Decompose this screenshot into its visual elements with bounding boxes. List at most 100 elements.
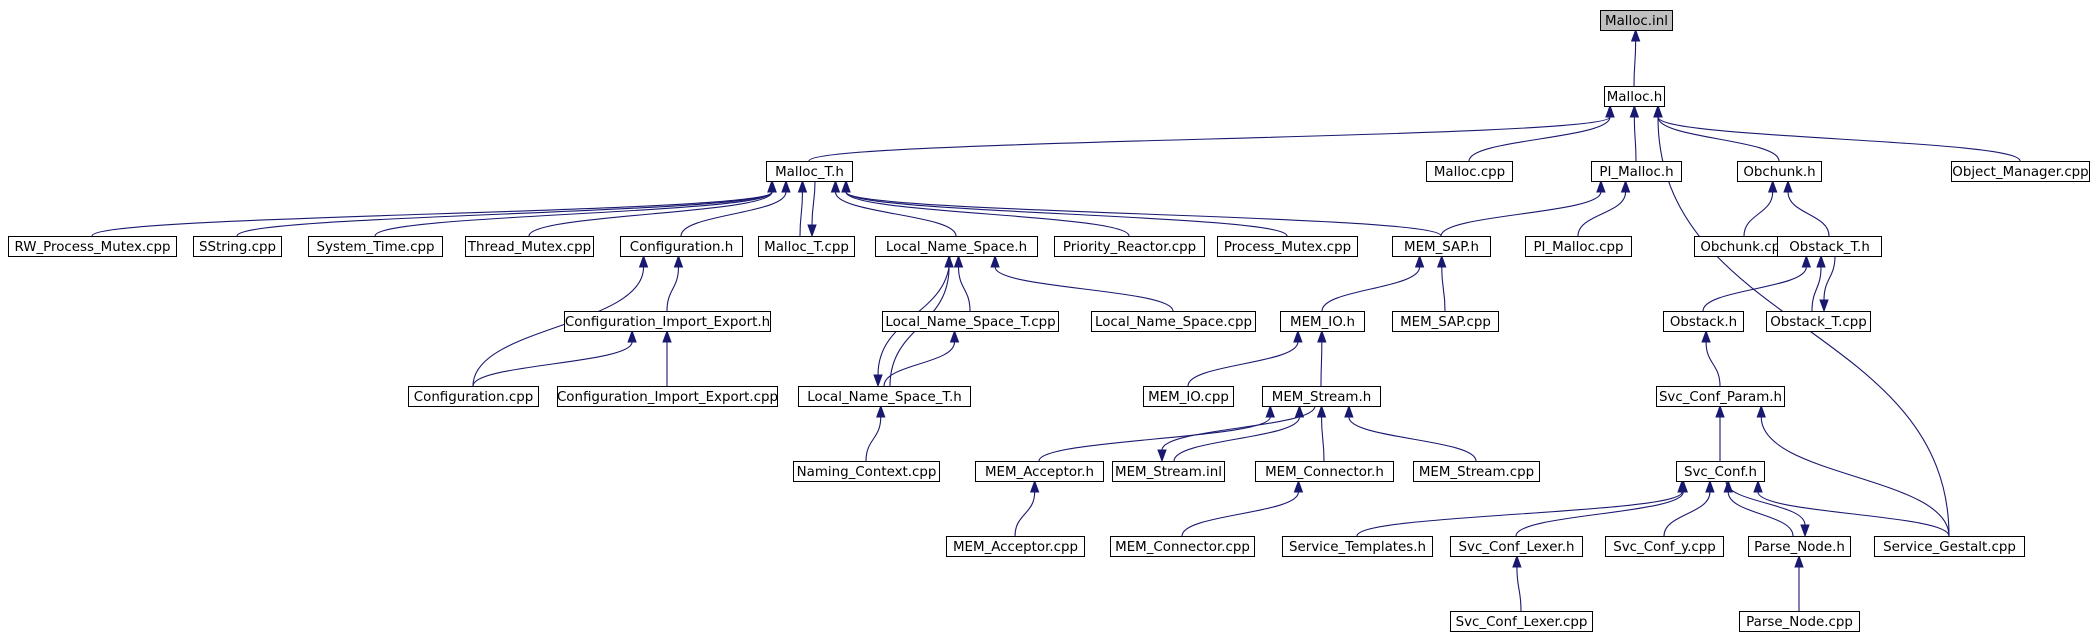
node-configuration-import-export-cpp[interactable]: Configuration_Import_Export.cpp xyxy=(557,386,778,407)
edge-line xyxy=(1441,266,1446,312)
node-obstack-t-cpp[interactable]: Obstack_T.cpp xyxy=(1766,311,1871,332)
edge-line xyxy=(1014,491,1036,537)
node-malloc-cpp[interactable]: Malloc.cpp xyxy=(1426,161,1513,182)
node-svc-conf-h[interactable]: Svc_Conf.h xyxy=(1676,461,1765,482)
node-process-mutex-cpp[interactable]: Process_Mutex.cpp xyxy=(1217,236,1358,257)
node-configuration-cpp[interactable]: Configuration.cpp xyxy=(408,386,539,407)
edge-malloc-t-h-to-malloc-h xyxy=(808,104,1615,162)
node-pi-malloc-h[interactable]: PI_Malloc.h xyxy=(1591,161,1682,182)
node-system-time-cpp[interactable]: System_Time.cpp xyxy=(308,236,443,257)
node-local-name-space-t-cpp[interactable]: Local_Name_Space_T.cpp xyxy=(882,311,1059,332)
node-mem-acceptor-h[interactable]: MEM_Acceptor.h xyxy=(975,461,1104,482)
node-mem-io-h[interactable]: MEM_IO.h xyxy=(1280,311,1365,332)
edge-mem-io-cpp-to-mem-io-h xyxy=(1187,329,1303,387)
node-svc-conf-param-h[interactable]: Svc_Conf_Param.h xyxy=(1656,386,1785,407)
node-service-templates-h[interactable]: Service_Templates.h xyxy=(1282,536,1433,557)
node-box xyxy=(1091,311,1256,332)
node-naming-context-cpp[interactable]: Naming_Context.cpp xyxy=(793,461,940,482)
edge-obstack-t-h-to-obchunk-h xyxy=(1783,179,1830,237)
node-malloc-inl[interactable]: Malloc.inl xyxy=(1600,10,1673,31)
edge-line xyxy=(528,191,773,237)
edges-layer xyxy=(91,28,2021,612)
node-label: Malloc.inl xyxy=(1605,14,1668,29)
edge-line xyxy=(236,191,773,237)
node-box xyxy=(946,536,1085,557)
node-priority-reactor-cpp[interactable]: Priority_Reactor.cpp xyxy=(1054,236,1205,257)
edge-service-gestalt-cpp-to-svc-conf-param-h xyxy=(1756,404,1950,537)
node-box xyxy=(1262,386,1381,407)
node-svc-conf-lexer-cpp[interactable]: Svc_Conf_Lexer.cpp xyxy=(1450,611,1593,632)
node-label: Malloc_T.cpp xyxy=(764,240,849,255)
node-obstack-h[interactable]: Obstack.h xyxy=(1663,311,1744,332)
node-mem-stream-cpp[interactable]: MEM_Stream.cpp xyxy=(1413,461,1540,482)
edge-mem-io-h-to-mem-sap-h xyxy=(1321,254,1425,312)
edge-arrowhead xyxy=(841,179,851,193)
node-label: Obstack_T.cpp xyxy=(1770,315,1867,330)
edge-arrowhead xyxy=(830,179,841,193)
edge-pi-malloc-h-to-malloc-h xyxy=(1629,104,1640,162)
node-box xyxy=(875,236,1038,257)
edge-mem-stream-cpp-to-mem-stream-h xyxy=(1344,404,1477,462)
node-label: MEM_IO.cpp xyxy=(1148,390,1229,405)
node-box xyxy=(758,236,855,257)
node-configuration-import-export-h[interactable]: Configuration_Import_Export.h xyxy=(564,311,771,332)
node-mem-io-cpp[interactable]: MEM_IO.cpp xyxy=(1143,386,1234,407)
node-local-name-space-h[interactable]: Local_Name_Space.h xyxy=(875,236,1038,257)
node-mem-stream-h[interactable]: MEM_Stream.h xyxy=(1262,386,1381,407)
node-mem-acceptor-cpp[interactable]: MEM_Acceptor.cpp xyxy=(946,536,1085,557)
edge-line xyxy=(1787,191,1830,237)
edge-svc-conf-h-to-parse-node-h xyxy=(1725,480,1810,538)
node-svc-conf-y-cpp[interactable]: Svc_Conf_y.cpp xyxy=(1605,536,1724,557)
edge-pi-malloc-cpp-to-pi-malloc-h xyxy=(1577,179,1631,237)
node-thread-mutex-cpp[interactable]: Thread_Mutex.cpp xyxy=(465,236,594,257)
node-parse-node-cpp[interactable]: Parse_Node.cpp xyxy=(1739,611,1860,632)
node-malloc-t-h[interactable]: Malloc_T.h xyxy=(766,161,853,182)
edge-line xyxy=(1516,566,1522,612)
edge-arrowhead xyxy=(1705,479,1715,493)
node-mem-connector-cpp[interactable]: MEM_Connector.cpp xyxy=(1110,536,1255,557)
node-pi-malloc-cpp[interactable]: PI_Malloc.cpp xyxy=(1525,236,1632,257)
edge-line xyxy=(1702,266,1807,312)
node-label: Parse_Node.h xyxy=(1754,540,1845,555)
node-obstack-t-h[interactable]: Obstack_T.h xyxy=(1777,236,1882,257)
edge-arrowhead xyxy=(1629,104,1640,118)
node-box xyxy=(557,386,778,407)
node-sstring-cpp[interactable]: SString.cpp xyxy=(193,236,282,257)
node-malloc-t-cpp[interactable]: Malloc_T.cpp xyxy=(758,236,855,257)
edge-mem-connector-h-to-mem-stream-h xyxy=(1316,404,1327,462)
node-parse-node-h[interactable]: Parse_Node.h xyxy=(1748,536,1851,557)
node-mem-stream-inl[interactable]: MEM_Stream.inl xyxy=(1112,461,1225,482)
node-box xyxy=(1605,536,1724,557)
edge-malloc-h-to-malloc-inl xyxy=(1630,28,1641,87)
edge-arrowhead xyxy=(990,254,1000,268)
node-object-manager-cpp[interactable]: Object_Manager.cpp xyxy=(1951,161,2090,182)
edge-line xyxy=(1725,480,1806,526)
edge-arrowhead xyxy=(1783,179,1793,193)
edge-mem-acceptor-h-to-mem-stream-h xyxy=(1038,404,1275,462)
node-box xyxy=(793,461,940,482)
node-service-gestalt-cpp[interactable]: Service_Gestalt.cpp xyxy=(1874,536,2025,557)
node-mem-sap-h[interactable]: MEM_SAP.h xyxy=(1392,236,1491,257)
edge-arrowhead xyxy=(949,329,960,343)
node-svc-conf-lexer-h[interactable]: Svc_Conf_Lexer.h xyxy=(1450,536,1583,557)
edge-arrowhead xyxy=(1816,254,1826,268)
node-label: MEM_Stream.inl xyxy=(1115,465,1222,480)
edge-configuration-cpp-to-configuration-h xyxy=(472,254,649,387)
node-local-name-space-t-h[interactable]: Local_Name_Space_T.h xyxy=(798,386,971,407)
node-configuration-h[interactable]: Configuration.h xyxy=(620,236,743,257)
edge-object-manager-cpp-to-malloc-h xyxy=(1653,104,2021,162)
node-rw-process-mutex-cpp[interactable]: RW_Process_Mutex.cpp xyxy=(8,236,177,257)
edge-line xyxy=(1811,266,1822,312)
node-mem-connector-h[interactable]: MEM_Connector.h xyxy=(1255,461,1394,482)
edge-line xyxy=(472,341,633,387)
node-obchunk-h[interactable]: Obchunk.h xyxy=(1737,161,1822,182)
edge-line xyxy=(1633,40,1637,87)
node-mem-sap-cpp[interactable]: MEM_SAP.cpp xyxy=(1392,311,1499,332)
node-label: Svc_Conf_y.cpp xyxy=(1613,540,1716,555)
node-label: Configuration_Import_Export.cpp xyxy=(557,390,778,405)
node-label: System_Time.cpp xyxy=(316,240,434,255)
node-local-name-space-cpp[interactable]: Local_Name_Space.cpp xyxy=(1091,311,1256,332)
node-box xyxy=(193,236,282,257)
node-malloc-h[interactable]: Malloc.h xyxy=(1604,86,1665,107)
edge-mem-sap-cpp-to-mem-sap-h xyxy=(1437,254,1447,312)
